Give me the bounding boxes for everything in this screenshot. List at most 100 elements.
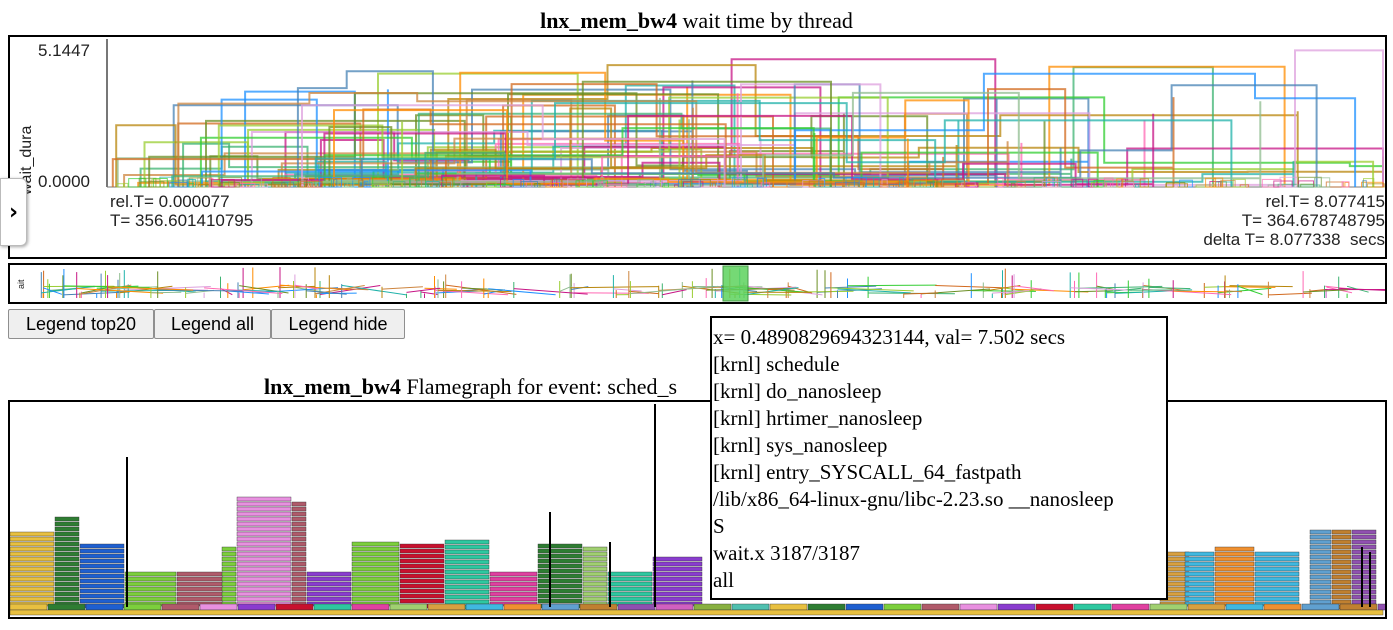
flame-frame [537,573,583,579]
flame-frame [79,583,125,589]
flame-frame [79,593,125,599]
flame-frame [582,546,608,552]
flame-frame [10,541,55,547]
overview-trace [243,284,290,291]
flame-frame [291,576,307,582]
wait-trace-small [911,177,934,188]
flame-frame [1331,574,1352,580]
legend-top20-button[interactable]: Legend top20 [8,309,154,339]
flame-frame [607,596,653,602]
wait-trace-small [363,180,369,188]
flame-frame [291,556,307,562]
flame-base-frame [883,603,922,611]
flame-frame [351,566,400,572]
overview-trace [483,289,505,295]
overview-trace [513,288,588,295]
flame-frame [1254,571,1300,577]
flame-frame [1309,584,1332,590]
flame-base-frame [199,603,238,611]
flame-frame [124,596,177,602]
wait-trace-small [337,179,355,188]
wait-trace-small [371,183,392,188]
flame-frame [54,586,80,592]
flame-frame [1309,534,1332,540]
flame-frame [1184,591,1215,597]
overview-trace [277,285,315,289]
flame-frame [1331,569,1352,575]
flame-frame [1331,539,1352,545]
flame-frame [10,566,55,572]
flame-frame [1309,569,1332,575]
flame-base-frame [427,603,466,611]
tooltip-line: S [713,514,725,538]
flame-frame [10,536,55,542]
wait-trace-line [315,91,1262,187]
flame-frame [1309,574,1332,580]
flame-frame [221,596,237,602]
wait-trace-small [392,181,406,188]
wait-trace-small [188,179,197,188]
wait-trace-small [1297,184,1321,188]
flame-frame [79,573,125,579]
flame-frame [54,561,80,567]
overview-trace [559,285,573,292]
flame-frame [351,556,400,562]
wait-trace-line [441,113,1155,187]
wait-trace-small [128,178,147,188]
wait-trace-small [1213,177,1224,188]
wait-trace-line [177,92,1009,187]
flame-frame [236,556,292,562]
flame-frame [537,588,583,594]
flame-frame [444,584,490,590]
wait-trace-line [435,146,1384,187]
flame-frame [1254,566,1300,572]
overview-chart[interactable]: ait [8,263,1387,304]
wait-trace-small [1102,181,1119,188]
side-panel-toggle[interactable]: › [0,178,27,246]
flame-frame [1309,539,1332,545]
flame-frame [537,553,583,559]
overview-plot[interactable] [10,265,1385,302]
wait-trace-small [731,177,746,188]
overview-trace [743,287,799,296]
legend-hide-button[interactable]: Legend hide [271,309,405,339]
flame-frame [351,551,400,557]
flame-frame [1331,559,1352,565]
flame-frame [1331,534,1352,540]
overview-trace [150,291,182,294]
flame-frame [1254,561,1300,567]
wait-time-plot[interactable] [10,37,1385,257]
flame-frame [399,593,445,599]
wait-trace-small [1205,177,1217,188]
flame-frame [1351,559,1377,565]
flame-frame [236,581,292,587]
flame-frame [124,576,177,582]
overview-trace [837,288,911,294]
wait-trace-line [250,49,1384,187]
wait-trace-small [177,179,188,188]
flame-frame [399,568,445,574]
wait-trace-small [425,181,440,188]
flame-frame [1214,546,1255,552]
flame-frame [79,578,125,584]
flame-frame [1214,581,1255,587]
flame-base-frame [807,603,846,611]
flame-base-frame [1225,603,1264,611]
flamegraph-chart[interactable] [8,400,1387,619]
flame-base-frame [503,603,542,611]
flame-frame [1351,534,1377,540]
wait-trace-small [1093,180,1105,188]
overview-trace [237,289,283,292]
legend-all-button[interactable]: Legend all [154,309,271,339]
overview-trace [488,288,556,296]
flame-frame [79,598,125,604]
flamegraph-plot[interactable] [10,402,1385,617]
wait-trace-small [978,183,996,188]
flame-frame [1351,589,1377,595]
flame-frame [291,596,307,602]
wait-trace-line [301,104,726,187]
flame-frame [236,591,292,597]
flame-frame [79,558,125,564]
